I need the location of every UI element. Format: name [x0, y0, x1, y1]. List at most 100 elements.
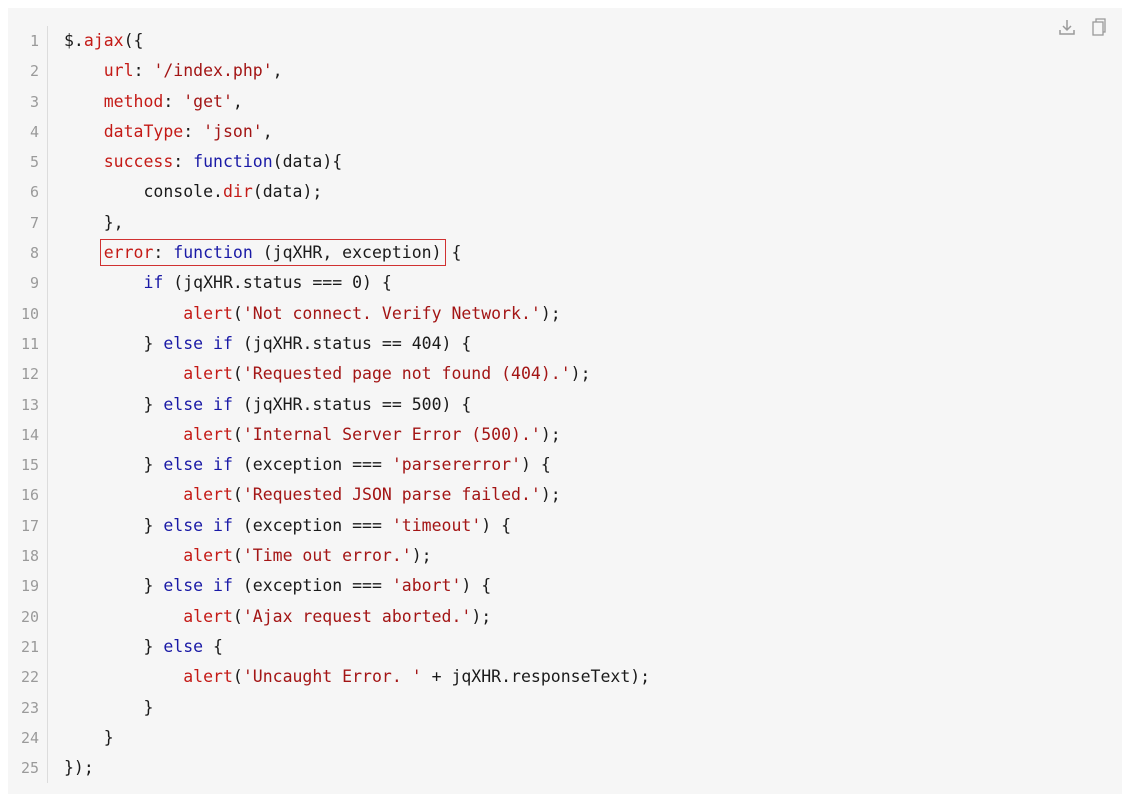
code-indent [64, 607, 183, 626]
line-number: 15 [20, 456, 39, 475]
code-line: alert('Uncaught Error. ' + jqXHR.respons… [64, 662, 1082, 692]
code-token: }); [64, 758, 94, 778]
code-indent [64, 304, 183, 323]
code-token: alert [183, 667, 233, 687]
line-number: 11 [20, 334, 39, 353]
code-token: if [143, 273, 164, 293]
code-token: (jqXHR, exception) [252, 243, 442, 263]
code-token: 'Time out error.' [242, 546, 412, 566]
code-token: } [103, 727, 114, 747]
code-token: }, [103, 212, 124, 232]
copy-button[interactable] [1088, 17, 1110, 42]
code-token [203, 455, 213, 474]
code-token: { [441, 243, 462, 263]
code-indent [64, 516, 143, 535]
code-indent [64, 92, 104, 111]
code-token: alert [183, 424, 233, 444]
code-token: ); [540, 485, 561, 505]
line-number: 13 [20, 395, 39, 414]
code-token: + jqXHR.responseText); [421, 667, 651, 687]
code-token: , [272, 61, 283, 81]
code-line: $.ajax({ [64, 26, 1082, 56]
code-indent [64, 667, 183, 686]
code-token: 'Uncaught Error. ' [242, 667, 422, 687]
code-line: alert('Requested page not found (404).')… [64, 359, 1082, 389]
code-line: method: 'get', [64, 87, 1082, 117]
code-line: } [64, 723, 1082, 753]
code-token: ); [540, 424, 561, 444]
line-number: 9 [29, 274, 39, 293]
code-line: console.dir(data); [64, 177, 1082, 207]
code-indent [64, 273, 143, 292]
code-indent [64, 455, 143, 474]
code-token: , [232, 91, 243, 111]
copy-icon [1089, 17, 1109, 42]
code-token: if [213, 394, 233, 414]
code-line: } else if (jqXHR.status == 404) { [64, 329, 1082, 359]
code-token: ); [570, 364, 591, 384]
line-number: 4 [29, 122, 39, 141]
code-indent [64, 122, 104, 141]
line-number: 1 [29, 32, 39, 50]
code-token [203, 395, 213, 414]
code-token: ); [411, 546, 432, 566]
code-indent [64, 152, 104, 171]
code-token [203, 334, 213, 353]
code-token [203, 516, 213, 535]
code-token: else [163, 515, 204, 535]
code-token: '/index.php' [153, 61, 273, 81]
code-token: } [143, 636, 164, 656]
code-indent [64, 61, 104, 80]
code-indent [64, 546, 183, 565]
code-line: }); [64, 753, 1082, 783]
code-token: 'Internal Server Error (500).' [242, 424, 541, 444]
code-token: (jqXHR.status === 0) { [163, 273, 392, 293]
code-line: alert('Internal Server Error (500).'); [64, 420, 1082, 450]
code-token: else [163, 333, 204, 353]
line-number: 23 [20, 698, 39, 717]
code-token: ( [232, 303, 243, 323]
code-line: url: '/index.php', [64, 56, 1082, 86]
code-indent [64, 637, 143, 656]
code-token: (exception === [232, 576, 392, 596]
code-token: 'get' [183, 91, 233, 111]
code-line: alert('Not connect. Verify Network.'); [64, 299, 1082, 329]
code-token: : [133, 61, 154, 81]
code-token: } [143, 515, 164, 535]
code-indent [64, 728, 104, 747]
line-number: 3 [29, 92, 39, 111]
code-token: (jqXHR.status == 500) { [232, 394, 472, 414]
code-token: 'Not connect. Verify Network.' [242, 303, 541, 323]
line-number: 19 [20, 577, 39, 596]
code-token: alert [183, 485, 233, 505]
download-button[interactable] [1056, 18, 1078, 40]
code-line: alert('Requested JSON parse failed.'); [64, 480, 1082, 510]
line-number: 5 [29, 153, 39, 172]
code-line: } else if (exception === 'abort') { [64, 571, 1082, 601]
code-token: alert [183, 303, 233, 323]
code-token: (exception === [232, 515, 392, 535]
code-token: ( [232, 364, 243, 384]
code-token: 'Requested JSON parse failed.' [242, 485, 541, 505]
code-token: else [163, 576, 204, 596]
line-number: 14 [20, 425, 39, 444]
code-line: alert('Time out error.'); [64, 541, 1082, 571]
code-token: (exception === [232, 455, 392, 475]
code-line: if (jqXHR.status === 0) { [64, 268, 1082, 298]
code-token: ) { [481, 515, 512, 535]
code-toolbar [1056, 17, 1110, 42]
code-token: alert [183, 606, 233, 626]
code-token: function [173, 243, 253, 263]
code-token: } [143, 455, 164, 475]
code-token: 'parsererror' [391, 455, 522, 475]
code-indent [64, 243, 104, 262]
code-token: ({ [123, 31, 144, 50]
code-indent [64, 364, 183, 383]
code-token: 'abort' [391, 576, 462, 596]
code-line: } else if (exception === 'parsererror') … [64, 450, 1082, 480]
code-token: dir [222, 182, 253, 202]
line-number: 8 [29, 244, 39, 263]
code-token: if [213, 455, 233, 475]
code-token: if [213, 515, 233, 535]
